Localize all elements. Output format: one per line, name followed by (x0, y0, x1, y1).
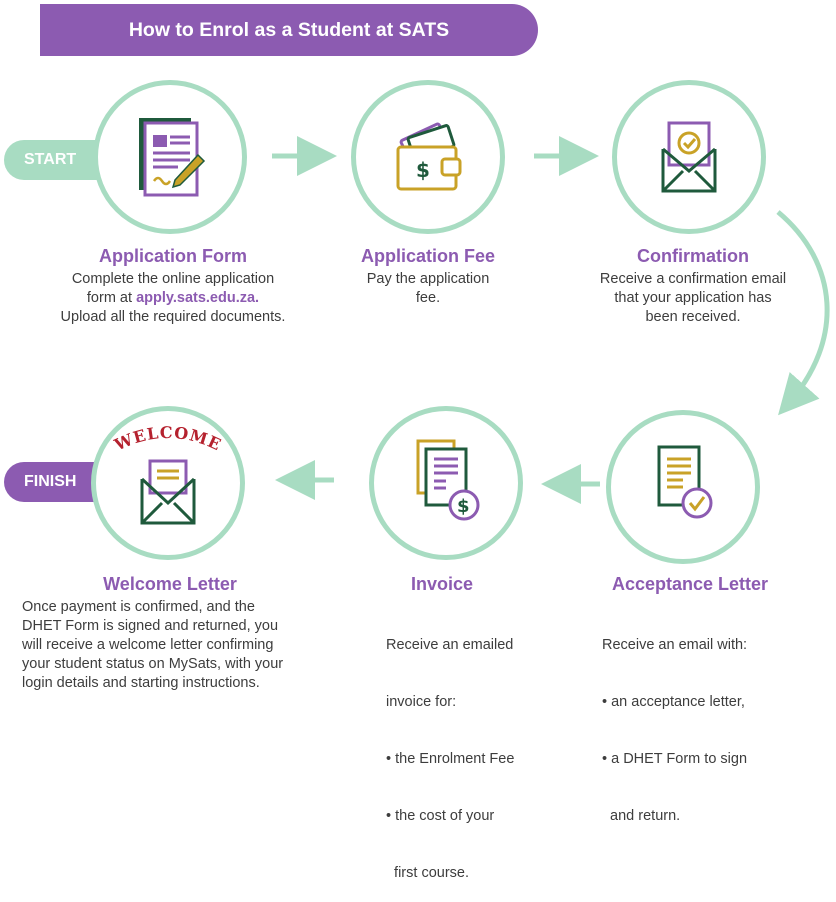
acceptance-letter-icon (657, 445, 713, 519)
application-form-icon (139, 118, 206, 197)
wallet-icon: $ (396, 122, 462, 191)
desc-line: DHET Form is signed and returned, you (22, 618, 279, 634)
step-desc-acceptance-letter: Receive an email with: • an acceptance l… (602, 598, 802, 845)
desc-line: invoice for: (386, 694, 457, 710)
step-title-application-form: Application Form (99, 246, 247, 266)
desc-line: Pay the application (366, 271, 490, 287)
svg-text:WELCOME: WELCOME (111, 423, 225, 455)
step-title-acceptance-letter: Acceptance Letter (611, 574, 769, 594)
desc-line: Receive an emailed (386, 637, 514, 653)
step-circle-confirmation (612, 80, 766, 234)
step-title-invoice: Invoice (410, 574, 474, 594)
finish-badge: FINISH (4, 462, 104, 502)
step-title-confirmation: Confirmation (637, 246, 749, 266)
envelope-check-icon (661, 121, 717, 193)
desc-line: been received. (645, 309, 741, 325)
step-title-application-fee: Application Fee (360, 246, 495, 266)
arrow-3-4 (776, 210, 830, 416)
desc-text: form at (86, 290, 137, 306)
desc-line: Upload all the required documents. (60, 309, 286, 325)
desc-line: • an acceptance letter, (602, 694, 745, 710)
desc-line: login details and starting instructions. (22, 675, 260, 691)
step-circle-application-form (93, 80, 247, 234)
desc-line: Complete the online application (71, 271, 275, 287)
invoice-icon: $ (416, 439, 480, 521)
step-circle-invoice: $ (369, 406, 523, 560)
desc-line: Once payment is confirmed, and the (22, 599, 255, 615)
desc-line: fee. (415, 290, 441, 306)
flow-arrows (272, 136, 830, 504)
desc-line: • the Enrolment Fee (386, 751, 515, 767)
step-circle-acceptance-letter (606, 410, 760, 564)
desc-line: Receive a confirmation email (599, 271, 787, 287)
page-title: How to Enrol as a Student at SATS (128, 19, 450, 41)
desc-line: will receive a welcome letter confirming (22, 637, 274, 653)
desc-line: your student status on MySats, with your (22, 656, 284, 672)
step-desc-welcome-letter: Once payment is confirmed, and the DHET … (22, 598, 342, 693)
desc-line: and return. (602, 808, 681, 824)
step-desc-application-form: Complete the online application form at … (40, 270, 306, 327)
desc-line: Receive an email with: (602, 637, 748, 653)
step-desc-application-fee: Pay the application fee. (330, 270, 526, 308)
step-desc-confirmation: Receive a confirmation email that your a… (570, 270, 816, 327)
step-circle-welcome-letter: WELCOME (91, 406, 245, 560)
title-banner: How to Enrol as a Student at SATS (40, 4, 538, 56)
step-title-welcome-letter: Welcome Letter (103, 574, 237, 594)
desc-line: form at apply.sats.edu.za. (40, 289, 306, 308)
step-circle-application-fee: $ (351, 80, 505, 234)
desc-line: • a DHET Form to sign (602, 751, 748, 767)
svg-text:$: $ (457, 496, 470, 517)
welcome-text: WELCOME (111, 423, 224, 455)
step-desc-invoice: Receive an emailed invoice for: • the En… (386, 598, 556, 902)
start-badge: START (4, 140, 104, 180)
welcome-envelope-icon: WELCOME (111, 423, 225, 525)
desc-line: • the cost of your (386, 808, 495, 824)
desc-line: first course. (386, 865, 469, 881)
desc-line: that your application has (614, 290, 772, 306)
apply-link[interactable]: apply.sats.edu.za. (136, 290, 260, 306)
svg-text:$: $ (416, 158, 430, 182)
